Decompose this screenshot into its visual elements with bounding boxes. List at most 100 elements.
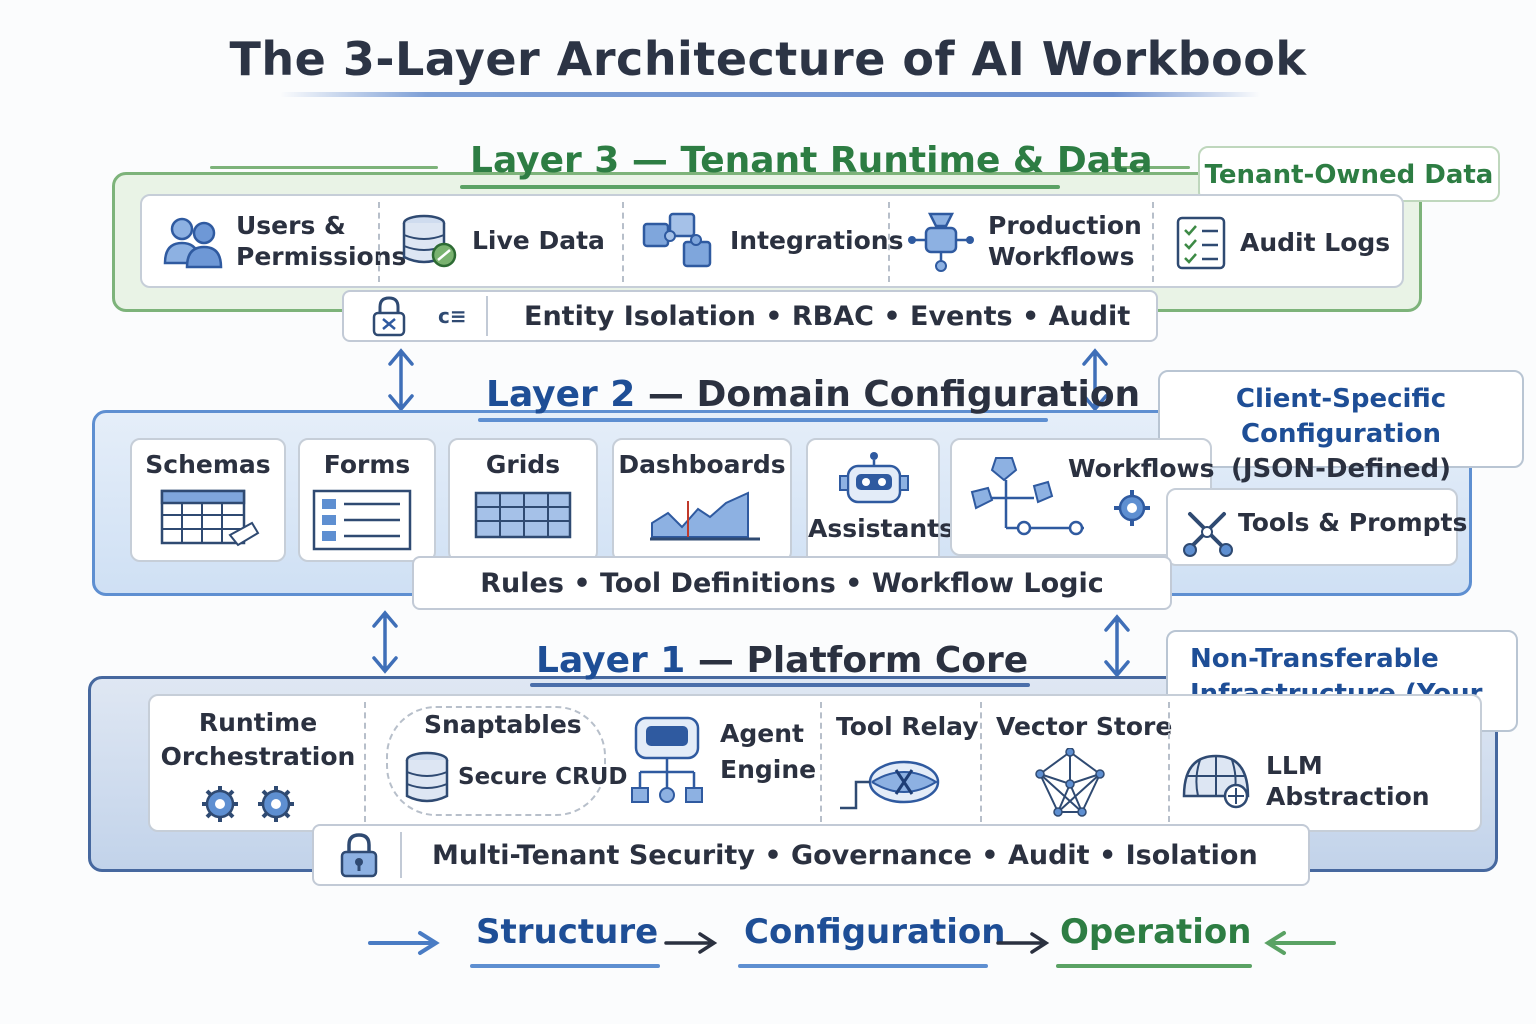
layer2-item-dashboards: Dashboards <box>612 438 792 562</box>
divider <box>820 702 822 822</box>
page-title: The 3-Layer Architecture of AI Workbook <box>229 32 1307 86</box>
agent-label-line1: Agent <box>720 719 804 748</box>
database-icon <box>402 750 452 808</box>
checklist-icon <box>1174 214 1228 272</box>
divider <box>400 832 402 878</box>
puzzle-icon <box>640 210 718 272</box>
layer2-name: Domain Configuration <box>696 374 1141 415</box>
layer3-components: Users & Permissions Live Data <box>140 194 1404 288</box>
lock-icon <box>338 831 380 879</box>
layer2-item-grids: Grids <box>448 438 598 562</box>
layer2-dash: — <box>647 374 697 415</box>
arrow-right-icon <box>366 930 442 956</box>
audit-logs-label: Audit Logs <box>1240 228 1391 258</box>
users-icon <box>162 213 224 269</box>
flow-icon <box>964 452 1154 548</box>
relay-icon <box>836 756 956 812</box>
integrations-label: Integrations <box>730 226 904 256</box>
network-icon <box>1028 748 1112 818</box>
layer3-item-live-data: Live Data <box>398 206 605 276</box>
runtime-label-line2: Orchestration <box>160 741 356 771</box>
database-icon <box>398 211 460 271</box>
tools-icon <box>1180 502 1234 558</box>
updown-arrow-icon <box>370 608 400 676</box>
live-data-label: Live Data <box>472 226 605 256</box>
layer3-bar: c≡ Entity Isolation • RBAC • Events • Au… <box>342 290 1158 342</box>
production-label-line1: Production <box>988 210 1142 240</box>
title-underline <box>280 92 1260 97</box>
flow-operation: Operation <box>1060 912 1252 952</box>
robot-icon <box>838 450 938 512</box>
list-icon: c≡ <box>438 304 467 328</box>
flow-structure: Structure <box>476 912 659 952</box>
snaptables-label: Snaptables <box>424 710 582 739</box>
llm-label: LLM Abstraction <box>1266 750 1430 811</box>
schemas-label: Schemas <box>145 450 271 479</box>
dashboards-label: Dashboards <box>618 450 786 479</box>
layer3-title: Layer 3 — Tenant Runtime & Data <box>470 140 1153 181</box>
agent-label-line2: Engine <box>720 755 817 785</box>
grids-label: Grids <box>485 450 561 479</box>
layer2-title: Layer 2 — Domain Configuration <box>486 374 1140 415</box>
updown-arrow-icon <box>1102 612 1132 680</box>
divider <box>888 202 890 282</box>
arrow-right-icon <box>994 930 1052 956</box>
agent-icon <box>628 712 708 812</box>
layer2-item-forms: Forms <box>298 438 436 562</box>
divider <box>1168 702 1170 822</box>
runtime-label-line1: Runtime <box>198 708 318 737</box>
tool-relay-label: Tool Relay <box>836 712 979 741</box>
structure-underline <box>470 964 660 968</box>
workflows-label: Workflows <box>1068 454 1215 483</box>
layer1-item-llm: LLM Abstraction <box>1180 746 1480 816</box>
layer2-tag-line2: (JSON-Defined) <box>1230 454 1452 485</box>
agent-engine-label: Agent Engine <box>720 716 816 789</box>
layer3-rule-left <box>210 166 438 169</box>
divider <box>486 296 488 336</box>
divider <box>1152 202 1154 282</box>
users-label-line1: Users & <box>236 210 346 240</box>
layer2-tag-line1: Client-Specific Configuration <box>1235 384 1447 450</box>
layer1-item-runtime: Runtime Orchestration <box>160 706 356 828</box>
assistants-label: Assistants <box>808 514 955 543</box>
table-icon <box>160 487 284 549</box>
users-label-line2: Permissions <box>236 242 407 271</box>
layer3-item-production-workflows: Production Workflows <box>906 204 1142 278</box>
operation-underline <box>1056 964 1252 968</box>
vector-store-label: Vector Store <box>996 712 1173 741</box>
layer1-prefix: Layer 1 <box>536 640 686 681</box>
layer1-tag-line1: Non-Transferable <box>1190 644 1439 674</box>
layer1-dash: — <box>697 640 747 681</box>
layer2-item-schemas: Schemas <box>130 438 286 562</box>
gears-icon <box>196 782 356 828</box>
users-label: Users & Permissions <box>236 210 406 273</box>
layer3-dash: — <box>631 140 681 181</box>
divider <box>980 702 982 822</box>
layer2-underline <box>478 418 1048 422</box>
layer3-item-users: Users & Permissions <box>162 206 406 276</box>
grid-icon <box>474 491 596 541</box>
layer1-bar-text: Multi-Tenant Security • Governance • Aud… <box>432 839 1258 871</box>
secure-crud-label: Secure CRUD <box>458 764 628 790</box>
workflow-icon <box>906 208 976 274</box>
layer2-tag: Client-Specific Configuration (JSON-Defi… <box>1158 370 1524 484</box>
layer1-components: Runtime Orchestration Snaptables Secure … <box>148 694 1482 832</box>
divider <box>364 702 366 822</box>
arrow-left-icon <box>1262 930 1338 956</box>
layer3-item-integrations: Integrations <box>640 206 903 276</box>
globe-icon <box>1180 750 1254 812</box>
configuration-underline <box>738 964 988 968</box>
tools-label: Tools & Prompts <box>1238 508 1468 537</box>
layer1-name: Platform Core <box>746 640 1029 681</box>
layer1-item-snaptables: Snaptables Secure CRUD <box>386 706 627 816</box>
layer1-item-agent-engine: Agent Engine <box>628 706 818 822</box>
layer3-item-audit-logs: Audit Logs <box>1174 210 1390 276</box>
layer1-title: Layer 1 — Platform Core <box>536 640 1028 681</box>
forms-label: Forms <box>323 450 411 479</box>
layer3-underline <box>460 185 1060 189</box>
layer1-bar: Multi-Tenant Security • Governance • Aud… <box>312 824 1310 886</box>
layer1-item-vector-store: Vector Store <box>996 706 1172 822</box>
production-workflows-label: Production Workflows <box>988 210 1142 273</box>
chart-icon <box>648 487 790 543</box>
layer3-prefix: Layer 3 <box>470 140 620 181</box>
